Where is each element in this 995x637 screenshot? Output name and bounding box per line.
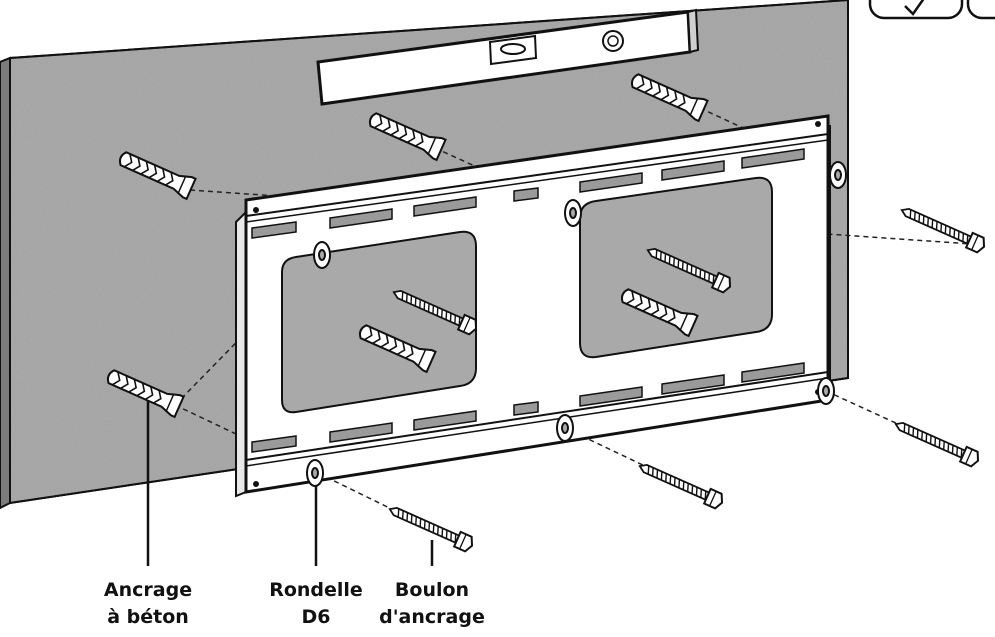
lag-bolt-icon [900,207,986,254]
label-lag-bolt-line2: d'ancrage [379,606,485,628]
lag-bolt-icon [646,247,732,294]
washers [306,161,847,487]
concrete-anchor-icon [106,369,185,419]
washer-4 [817,377,835,405]
lag-bolt-icon [392,289,478,336]
label-washer-line2: D6 [301,606,331,628]
bubble-level-icon [316,8,700,106]
plate-opening-left [281,230,477,414]
concrete-anchor-icon [620,288,699,338]
washer-3 [829,161,847,189]
lag-bolt-icon [638,463,724,510]
plate-slots-bottom [251,362,805,453]
concrete-anchor-icon [368,112,447,162]
leader-lines [146,400,434,566]
label-concrete-anchor-line2: à béton [107,606,189,628]
lag-bolt-icon [894,421,980,468]
checkmark-icon [868,0,995,20]
washer-6 [306,459,324,487]
label-concrete-anchor-line1: Ancrage [103,579,193,601]
label-concrete-anchor: Ancrage à béton [88,577,208,631]
plate-slots-top [251,148,805,239]
concrete-anchor-icon [630,73,709,123]
concrete-anchor-icon [358,324,437,374]
concrete-anchor-icon [118,151,197,201]
washer-5 [556,414,574,442]
washer-1 [313,241,331,269]
lag-bolts [388,207,986,553]
label-lag-bolt: Boulon d'ancrage [372,577,492,631]
label-washer: Rondelle D6 [246,577,386,631]
lag-bolt-icon [388,506,474,553]
washer-2 [564,199,582,227]
concrete-anchors [106,73,709,419]
label-lag-bolt-line1: Boulon [394,579,470,601]
label-washer-line1: Rondelle [269,579,363,601]
